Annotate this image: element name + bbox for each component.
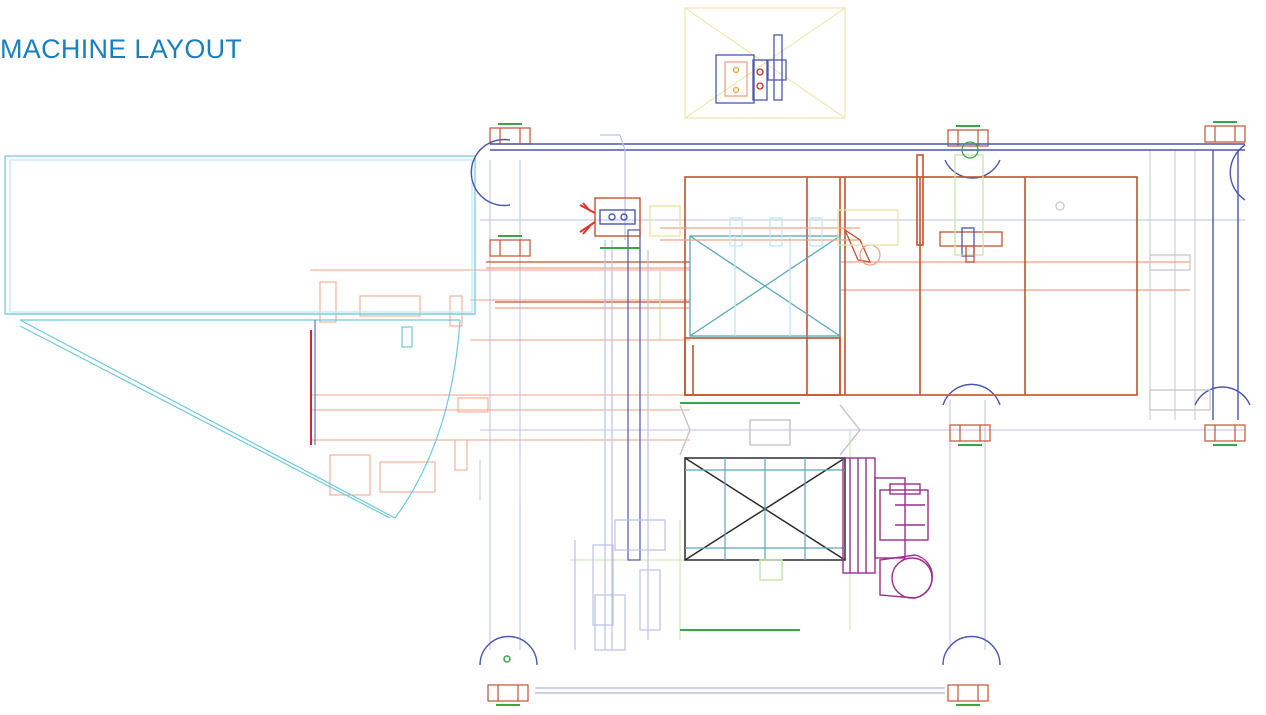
gripper-assembly	[579, 197, 641, 249]
frame-rails	[490, 143, 1245, 694]
page-title: MACHINE LAYOUT	[0, 34, 243, 64]
hopper	[4, 155, 476, 519]
upper-screen	[660, 217, 860, 337]
clamp-assembly	[649, 141, 1211, 411]
guide-lines	[310, 7, 1245, 650]
elevator-column	[574, 134, 666, 651]
lower-screen	[679, 402, 861, 631]
frame-wheels	[470, 138, 1251, 666]
conveyor-frame	[684, 154, 1138, 396]
discharge-plate	[310, 320, 316, 445]
top-detail-assembly	[715, 34, 787, 104]
drive-motor	[842, 457, 934, 599]
caster-brackets	[487, 121, 1246, 706]
conveyor-rails	[486, 261, 1190, 309]
